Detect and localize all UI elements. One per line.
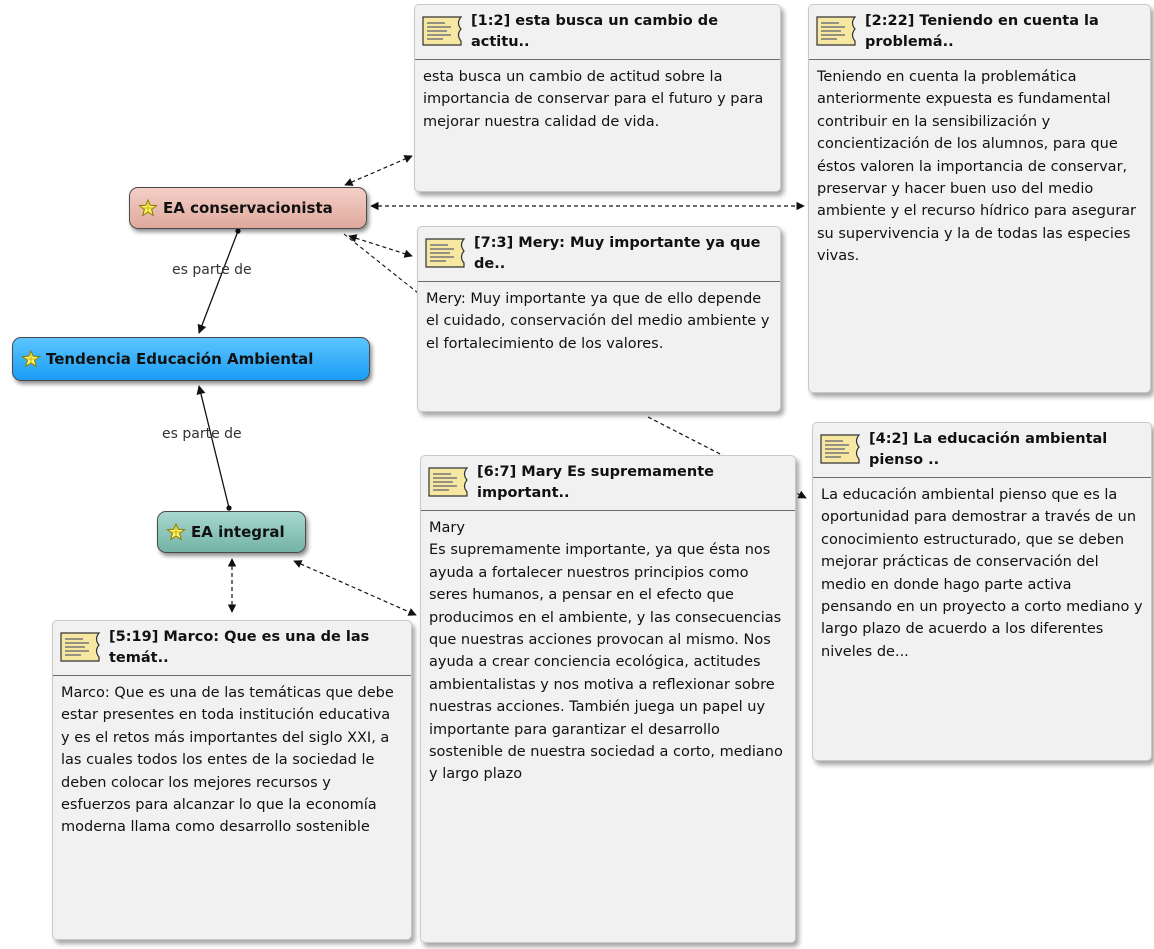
quotation-doc-icon	[427, 466, 471, 502]
relation-label-lower: es parte de	[162, 426, 242, 442]
quotation-title: [1:2] esta busca un cambio de actitu..	[471, 13, 719, 50]
link-cons-q73	[348, 234, 413, 258]
quotation-header: [6:7] Mary Es supremamente important..	[421, 456, 795, 511]
quotation-text: La educación ambiental pienso que es la …	[821, 487, 1143, 660]
quotation-header: [7:3] Mery: Muy importante ya que de..	[418, 227, 780, 282]
quotation-header: [5:19] Marco: Que es una de las temát..	[53, 621, 411, 676]
quotation-text: Mary Es supremamente importante, ya que …	[429, 520, 783, 783]
code-star-icon	[166, 523, 186, 541]
quotation-node-6-7[interactable]: [6:7] Mary Es supremamente important.. M…	[420, 455, 796, 943]
quotation-node-5-19[interactable]: [5:19] Marco: Que es una de las temát.. …	[52, 620, 412, 940]
quotation-doc-icon	[424, 237, 468, 273]
quotation-text: esta busca un cambio de actitud sobre la…	[423, 69, 764, 130]
quotation-text: Teniendo en cuenta la problemática anter…	[817, 69, 1137, 265]
code-node-conservacionista[interactable]: EA conservacionista	[129, 187, 367, 229]
quotation-title: [6:7] Mary Es supremamente important..	[477, 464, 714, 501]
quotation-node-2-22[interactable]: [2:22] Teniendo en cuenta la problemá.. …	[808, 4, 1151, 393]
code-star-icon	[21, 350, 41, 368]
quotation-text: Mery: Muy importante ya que de ello depe…	[426, 291, 770, 352]
quotation-header: [4:2] La educación ambiental pienso ..	[813, 423, 1151, 478]
link-int-tend	[196, 385, 232, 511]
relation-label-upper: es parte de	[172, 262, 252, 278]
link-cons-q73-b	[343, 233, 419, 294]
link-int-q67	[293, 560, 417, 616]
code-star-icon	[138, 199, 158, 217]
code-label: EA integral	[191, 523, 285, 541]
quotation-node-4-2[interactable]: [4:2] La educación ambiental pienso .. L…	[812, 422, 1152, 761]
quotation-doc-icon	[421, 15, 465, 51]
quotation-text: Marco: Que es una de las temáticas que d…	[61, 685, 394, 836]
code-label: Tendencia Educación Ambiental	[46, 350, 314, 368]
code-label: EA conservacionista	[163, 199, 333, 217]
code-node-integral[interactable]: EA integral	[157, 511, 306, 553]
quotation-title: [5:19] Marco: Que es una de las temát..	[109, 629, 370, 666]
link-cons-q12	[344, 155, 413, 186]
link-cons-tend	[197, 228, 241, 334]
quotation-header: [1:2] esta busca un cambio de actitu..	[415, 5, 780, 60]
quotation-title: [2:22] Teniendo en cuenta la problemá..	[865, 13, 1099, 50]
quotation-title: [7:3] Mery: Muy importante ya que de..	[474, 235, 761, 272]
quotation-doc-icon	[819, 433, 863, 469]
quotation-doc-icon	[815, 15, 859, 51]
quotation-header: [2:22] Teniendo en cuenta la problemá..	[809, 5, 1150, 60]
code-node-tendencia[interactable]: Tendencia Educación Ambiental	[12, 337, 370, 381]
quotation-node-1-2[interactable]: [1:2] esta busca un cambio de actitu.. e…	[414, 4, 781, 192]
quotation-node-7-3[interactable]: [7:3] Mery: Muy importante ya que de.. M…	[417, 226, 781, 412]
quotation-doc-icon	[59, 631, 103, 667]
quotation-title: [4:2] La educación ambiental pienso ..	[869, 431, 1108, 468]
